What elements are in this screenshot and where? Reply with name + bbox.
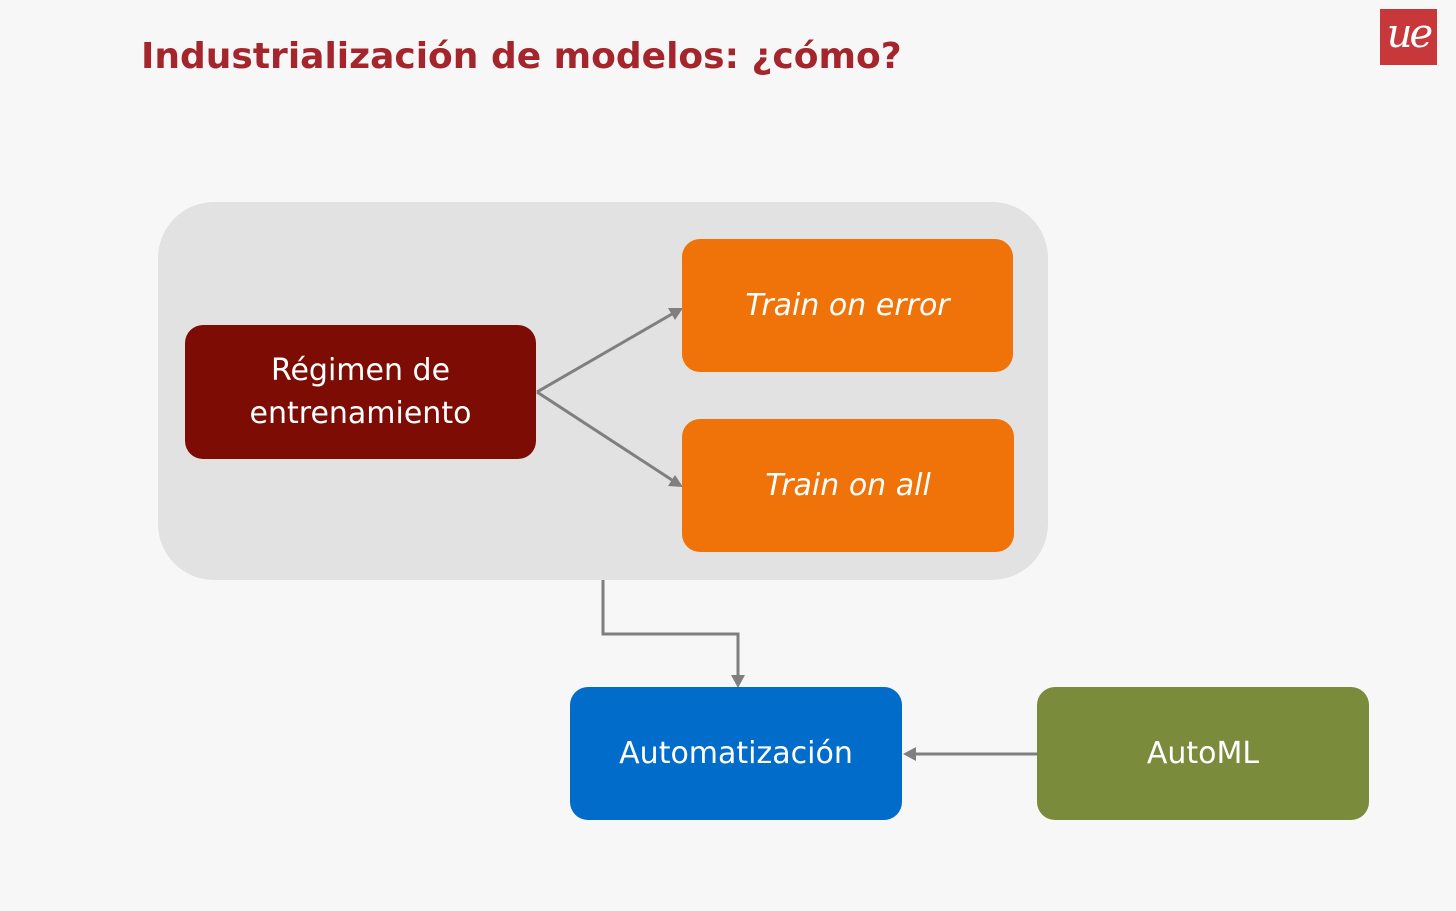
university-logo: ue [1380,9,1437,65]
node-automatizacion: Automatización [570,687,902,820]
arrowhead-automl [903,747,916,761]
node-automl: AutoML [1037,687,1369,820]
arrow-group-to-automatizacion [601,580,740,677]
node-automatizacion-label: Automatización [619,736,853,771]
node-regimen-de-entrenamiento: Régimen de entrenamiento [185,325,536,459]
node-train-on-all: Train on all [682,419,1014,552]
node-automl-label: AutoML [1146,736,1260,771]
node-train-on-error: Train on error [682,239,1013,372]
node-train-on-error-label: Train on error [745,288,950,323]
slide-title: Industrialización de modelos: ¿cómo? [141,36,902,77]
node-regimen-label: Régimen de entrenamiento [249,353,472,431]
node-train-on-all-label: Train on all [765,468,931,503]
